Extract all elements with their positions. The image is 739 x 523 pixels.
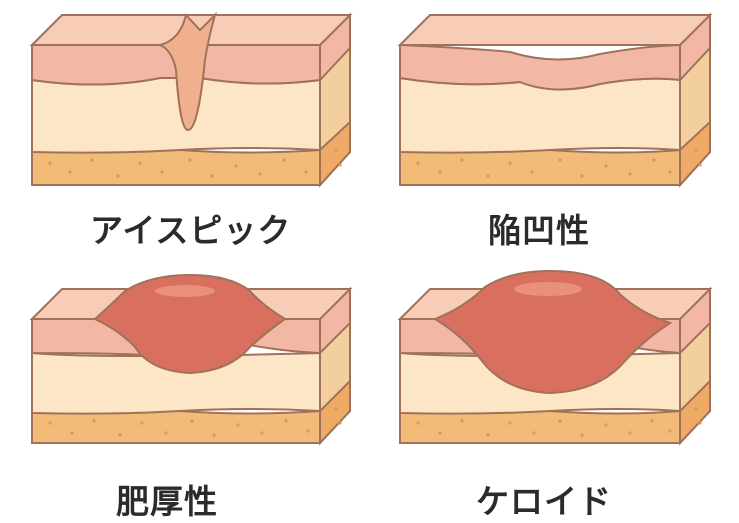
epidermis-layer — [399, 43, 681, 91]
panel-hypertrophic: 肥厚性 — [0, 261, 370, 522]
panel-icepick: アイスピック — [0, 0, 370, 261]
icepick-scar — [156, 11, 217, 132]
caption-hypertrophic: 肥厚性 — [116, 482, 218, 521]
icepick-skin-diagram — [29, 11, 353, 188]
keloid-skin-diagram — [397, 269, 713, 446]
dermis-layer — [31, 351, 321, 415]
keloid-scar — [432, 269, 673, 395]
caption-icepick: アイスピック — [90, 211, 292, 250]
fat-dots — [48, 407, 342, 437]
skin-top-face — [397, 14, 713, 46]
scar-highlight — [514, 282, 582, 296]
fat-dots — [416, 148, 702, 178]
fat-dots — [416, 407, 702, 437]
dermis-layer — [399, 76, 681, 154]
dermis-layer — [31, 77, 321, 154]
hypertrophic-scar — [93, 273, 287, 375]
caption-keloid: ケロイド — [476, 482, 612, 521]
panel-keloid: ケロイド — [370, 261, 739, 522]
atrophic-skin-diagram — [397, 12, 713, 188]
panel-atrophic: 陥凹性 — [370, 0, 739, 261]
fat-dots — [48, 148, 342, 178]
scar-highlight — [155, 285, 215, 297]
hypertrophic-skin-diagram — [29, 273, 353, 446]
caption-atrophic: 陥凹性 — [488, 211, 590, 250]
